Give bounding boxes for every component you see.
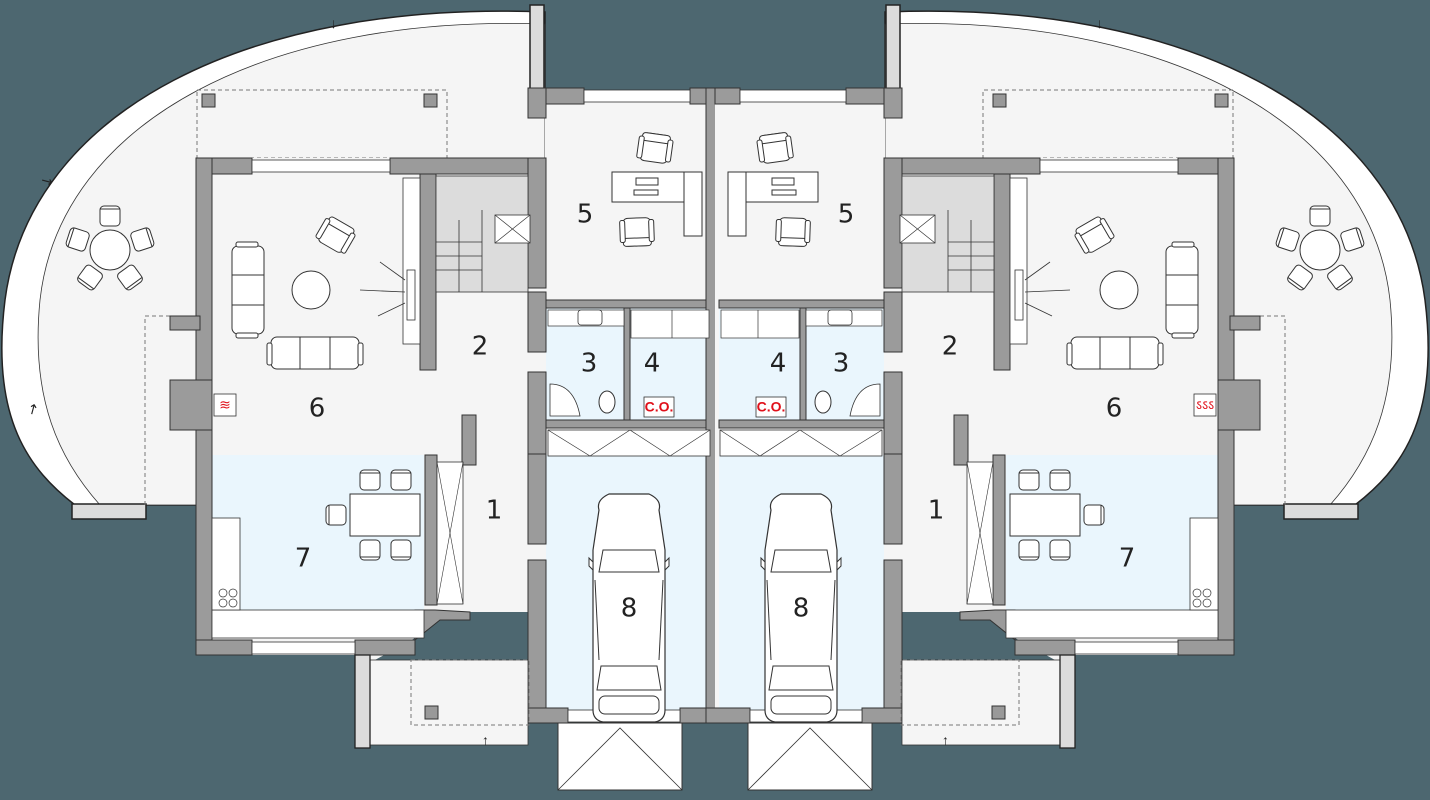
svg-text:↓: ↓: [330, 15, 337, 31]
unit-left: ↓ ↘ ↗: [1, 4, 725, 791]
room-label-2: 2: [472, 332, 489, 362]
room-label-5: 5: [577, 200, 594, 230]
room-label-1: 1: [928, 496, 945, 526]
room-label-3: 3: [581, 349, 598, 379]
boiler-label: C.O.: [645, 399, 674, 415]
room-label-3: 3: [833, 349, 850, 379]
fireplace-icon: ≋: [219, 397, 231, 413]
room-label-6: 6: [1106, 394, 1123, 424]
room-label-2: 2: [942, 332, 959, 362]
room-label-5: 5: [838, 200, 855, 230]
room-label-8: 8: [793, 594, 810, 624]
room-label-6: 6: [309, 394, 326, 424]
room-label-1: 1: [486, 496, 503, 526]
staircase-left: [435, 175, 531, 293]
room-label-4: 4: [644, 349, 661, 379]
room-label-8: 8: [621, 594, 638, 624]
svg-text:↑: ↑: [482, 732, 489, 748]
room-label-7: 7: [295, 544, 312, 574]
unit-right: ऽऽऽ C.O. ↓ ↑ 1 2 3 4 5 6 7 8: [705, 4, 1429, 791]
svg-text:↑: ↑: [942, 732, 949, 748]
boiler-label: C.O.: [757, 399, 786, 415]
fireplace-icon: ऽऽऽ: [1196, 397, 1214, 412]
svg-text:↓: ↓: [1096, 15, 1103, 31]
room-label-4: 4: [770, 349, 787, 379]
room-label-7: 7: [1119, 544, 1136, 574]
